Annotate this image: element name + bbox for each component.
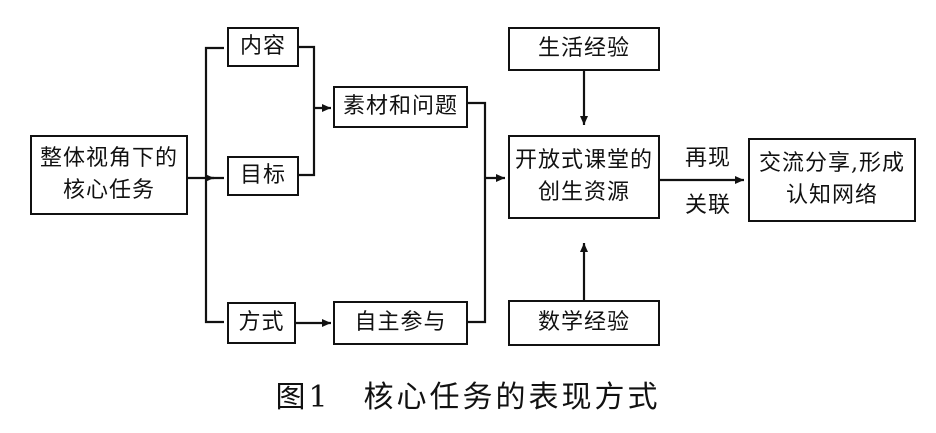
- life-experience-text: 生活经验: [537, 36, 630, 61]
- bracket-left: [204, 46, 224, 324]
- bracket-content-goal: [299, 45, 316, 177]
- associate-label: 关联: [684, 193, 731, 218]
- reproduce-label: 再现: [684, 146, 731, 171]
- method-text: 方式: [238, 310, 285, 335]
- bracket-right: [468, 101, 487, 324]
- open-class-text: 开放式课堂的 创生资源: [514, 148, 653, 205]
- self-participation-box: 自主参与: [333, 301, 468, 345]
- life-experience-box: 生活经验: [508, 27, 660, 71]
- math-experience-text: 数学经验: [537, 310, 630, 335]
- figure-caption: 图1 核心任务的表现方式: [275, 380, 661, 415]
- result-box: 交流分享,形成 认知网络: [748, 138, 916, 222]
- self-participation-text: 自主参与: [354, 310, 447, 335]
- goal-text: 目标: [239, 163, 286, 188]
- math-experience-box: 数学经验: [508, 300, 660, 346]
- core-task-text: 整体视角下的 核心任务: [39, 146, 178, 203]
- method-box: 方式: [227, 302, 296, 344]
- content-box: 内容: [227, 27, 299, 67]
- material-problem-text: 素材和问题: [342, 94, 458, 119]
- content-text: 内容: [239, 34, 286, 59]
- goal-box: 目标: [227, 156, 299, 196]
- core-task-box: 整体视角下的 核心任务: [30, 135, 188, 215]
- result-text: 交流分享,形成 认知网络: [759, 151, 905, 208]
- open-class-box: 开放式课堂的 创生资源: [508, 135, 660, 219]
- material-problem-box: 素材和问题: [333, 86, 468, 128]
